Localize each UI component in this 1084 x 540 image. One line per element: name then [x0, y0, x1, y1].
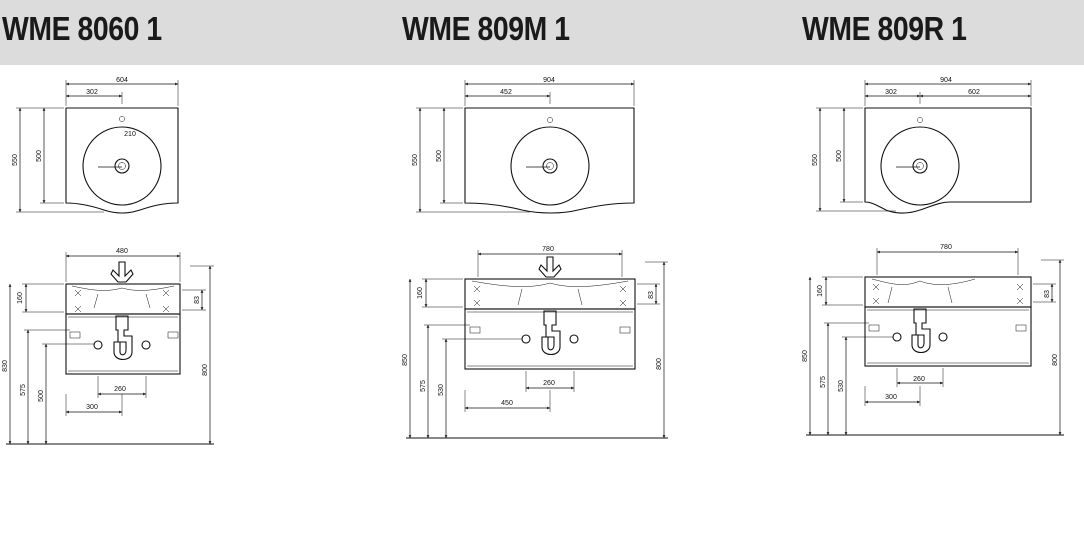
label-800: 800 — [1052, 354, 1059, 366]
label-160: 160 — [417, 287, 424, 299]
model-title-wme-809m-1: WME 809M 1 — [402, 10, 570, 47]
label-160: 160 — [817, 285, 824, 297]
label-530: 530 — [438, 384, 445, 396]
label-604: 604 — [116, 77, 128, 84]
top-view-3: 904 302 602 550 500 — [812, 77, 1032, 214]
label-500: 500 — [36, 150, 43, 162]
faucet-icon — [110, 261, 134, 283]
drain-hole — [542, 158, 558, 174]
valve-left-icon — [93, 340, 103, 350]
label-850: 850 — [402, 354, 409, 366]
faucet-icon — [538, 256, 562, 278]
basin-outline — [864, 107, 1032, 214]
valve-right-icon — [938, 332, 948, 342]
panel-wme-809r-1: 904 302 602 550 500 780 — [802, 77, 1064, 436]
valve-right-icon — [569, 334, 579, 344]
label-602: 602 — [968, 89, 980, 96]
model-title-wme-8060-1: WME 8060 1 — [2, 10, 162, 47]
label-302: 302 — [885, 89, 897, 96]
panel-wme-8060-1: 604 302 210 550 500 480 — [2, 77, 214, 445]
drain-inner — [118, 162, 126, 170]
label-210: 210 — [124, 131, 136, 138]
label-575: 575 — [20, 384, 27, 396]
siphon-trap-icon — [911, 308, 931, 354]
front-view-3: 780 160 83 850 575 530 800 260 300 — [802, 244, 1064, 436]
panel-wme-809m-1: 904 452 550 500 780 — [402, 77, 668, 439]
label-904: 904 — [940, 77, 952, 84]
valve-left-icon — [892, 332, 902, 342]
top-view-1: 604 302 210 550 500 — [12, 77, 179, 214]
tap-hole — [547, 117, 553, 123]
drain-hole — [912, 158, 928, 174]
basin-front — [864, 276, 1032, 308]
basin-bowl — [880, 126, 960, 206]
label-550: 550 — [12, 154, 19, 166]
label-500-front: 500 — [38, 390, 45, 402]
label-800: 800 — [202, 364, 209, 376]
label-780: 780 — [940, 244, 952, 251]
label-575: 575 — [420, 380, 427, 392]
tap-hole — [917, 117, 923, 123]
label-260: 260 — [913, 376, 925, 383]
label-500: 500 — [436, 150, 443, 162]
front-view-1: 480 160 83 830 575 500 800 260 300 — [2, 248, 214, 445]
valve-right-icon — [141, 340, 151, 350]
label-550: 550 — [812, 154, 819, 166]
label-480: 480 — [116, 248, 128, 255]
label-302: 302 — [86, 89, 98, 96]
tap-hole — [119, 116, 125, 122]
basin-front — [464, 278, 636, 310]
label-160: 160 — [17, 292, 24, 304]
siphon-trap-icon — [113, 315, 133, 361]
label-904: 904 — [543, 77, 555, 84]
label-830: 830 — [2, 360, 9, 372]
label-780: 780 — [542, 246, 554, 253]
front-view-2: 780 160 83 850 575 530 800 260 450 — [402, 246, 668, 439]
label-83: 83 — [194, 296, 201, 304]
label-800: 800 — [656, 358, 663, 370]
label-300: 300 — [86, 404, 98, 411]
label-500: 500 — [836, 150, 843, 162]
basin-bowl — [510, 126, 590, 206]
label-575: 575 — [820, 376, 827, 388]
label-83: 83 — [648, 291, 655, 299]
label-550: 550 — [412, 154, 419, 166]
label-452: 452 — [500, 89, 512, 96]
header-band — [0, 0, 1084, 65]
basin-outline — [65, 107, 179, 214]
label-850: 850 — [802, 350, 809, 362]
basin-outline — [464, 107, 635, 214]
top-view-2: 904 452 550 500 — [412, 77, 635, 214]
label-260: 260 — [114, 386, 126, 393]
label-260: 260 — [543, 380, 555, 387]
siphon-trap-icon — [541, 310, 561, 356]
label-300: 300 — [885, 394, 897, 401]
label-83: 83 — [1044, 290, 1051, 298]
vanity-cabinet — [864, 306, 1032, 367]
model-title-wme-809r-1: WME 809R 1 — [802, 10, 967, 47]
basin-bowl — [82, 126, 162, 206]
valve-left-icon — [521, 334, 531, 344]
label-530: 530 — [838, 380, 845, 392]
drain-hole — [114, 158, 130, 174]
label-450: 450 — [501, 400, 513, 407]
